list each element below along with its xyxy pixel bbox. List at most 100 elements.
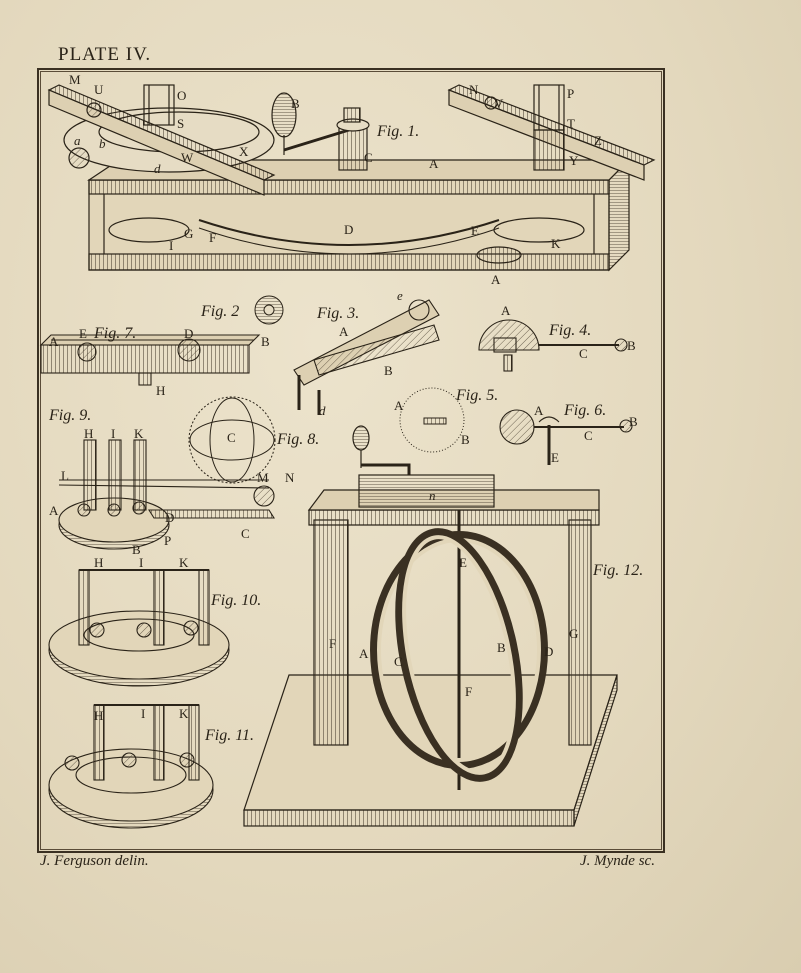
label-d2: d: [319, 403, 326, 418]
fig10-caption: Fig. 10.: [210, 592, 261, 609]
label-C3: C: [584, 428, 593, 443]
engraving-illustration: M U O S W X B C A N V P T Z Y D G F I K …: [39, 72, 656, 829]
label-E3: E: [551, 450, 559, 465]
fig8-drawing: [188, 396, 276, 484]
label-C: C: [364, 150, 373, 165]
fig3-drawing: [293, 299, 440, 415]
fig4-caption: Fig. 4.: [548, 322, 591, 339]
fig6-drawing: [499, 409, 633, 465]
label-K2: K: [134, 426, 144, 441]
label-I: I: [169, 238, 173, 253]
label-F2: F: [329, 636, 336, 651]
label-M2: M: [257, 470, 269, 485]
label-N: N: [469, 82, 479, 97]
label-K: K: [551, 236, 561, 251]
label-T: T: [567, 116, 575, 131]
label-I3: I: [139, 555, 143, 570]
label-L: L: [61, 468, 69, 483]
label-B5: B: [461, 432, 470, 447]
fig4-drawing: [478, 319, 628, 372]
label-A3: A: [49, 334, 59, 349]
label-G: G: [184, 226, 193, 241]
label-d: d: [154, 161, 161, 176]
label-Y: Y: [569, 153, 579, 168]
label-a: a: [74, 133, 81, 148]
fig12-caption: Fig. 12.: [592, 562, 643, 579]
fig5-drawing: [399, 387, 465, 453]
label-B4: B: [627, 338, 636, 353]
plate-title: PLATE IV.: [58, 44, 152, 65]
label-D3: D: [165, 510, 174, 525]
label-I2: I: [111, 426, 115, 441]
label-e: e: [397, 288, 403, 303]
label-V: V: [494, 96, 504, 111]
label-E: E: [471, 223, 479, 238]
label-I4: I: [141, 706, 145, 721]
label-A9: A: [359, 646, 369, 661]
fig10-drawing: [48, 569, 230, 687]
label-D4: D: [544, 644, 553, 659]
label-F3: F: [465, 684, 472, 699]
fig2-caption: Fig. 2: [200, 303, 239, 320]
fig11-drawing: [48, 704, 214, 829]
fig7-trough: [39, 334, 261, 386]
label-K3: K: [179, 555, 189, 570]
figure-captions: Fig. 1. Fig. 2 Fig. 3. Fig. 4. Fig. 5. F…: [48, 123, 643, 744]
plate-frame-inner: [40, 71, 662, 850]
label-B3: B: [384, 363, 393, 378]
plate-frame: [37, 68, 665, 853]
fig1-labels: M U O S W X B C A N V P T Z Y D G F I K …: [69, 72, 602, 287]
label-X: X: [239, 144, 249, 159]
label-H2: H: [84, 426, 93, 441]
fig5-caption: Fig. 5.: [455, 387, 498, 404]
label-A4: A: [339, 324, 349, 339]
fig6-caption: Fig. 6.: [563, 402, 606, 419]
label-P: P: [567, 86, 574, 101]
label-A7: A: [534, 403, 544, 418]
label-A6: A: [394, 398, 404, 413]
label-B: B: [291, 96, 300, 111]
label-C2: C: [579, 346, 588, 361]
label-b: b: [99, 136, 106, 151]
label-S: S: [177, 116, 184, 131]
fig11-caption: Fig. 11.: [204, 727, 254, 744]
label-A5: A: [501, 303, 511, 318]
label-F: F: [209, 230, 216, 245]
fig9-caption: Fig. 9.: [48, 407, 91, 424]
fig7-caption: Fig. 7.: [93, 325, 136, 342]
label-B6: B: [629, 414, 638, 429]
label-C6: C: [394, 654, 403, 669]
label-A: A: [429, 156, 439, 171]
fig8-caption: Fig. 8.: [276, 431, 319, 448]
lower-labels: A E D B H A B e d A C B A B A C B E C H …: [49, 288, 638, 723]
label-W: W: [181, 150, 194, 165]
label-N2: N: [285, 470, 295, 485]
engraver-credit-left: J. Ferguson delin.: [40, 853, 149, 869]
label-C4: C: [227, 430, 236, 445]
label-Z: Z: [594, 133, 602, 148]
label-H: H: [156, 383, 165, 398]
label-O: O: [177, 88, 186, 103]
label-E4: E: [459, 555, 467, 570]
label-C5: C: [241, 526, 250, 541]
label-D2: D: [184, 326, 193, 341]
label-B8: B: [497, 640, 506, 655]
label-B7: B: [132, 542, 141, 557]
fig1-caption: Fig. 1.: [376, 123, 419, 140]
fig12-drawing: [243, 425, 618, 827]
fig2-drawing: [254, 295, 284, 325]
label-M: M: [69, 72, 81, 87]
fig3-caption: Fig. 3.: [316, 305, 359, 322]
label-G2: G: [569, 626, 578, 641]
label-E2: E: [79, 326, 87, 341]
label-B2: B: [261, 334, 270, 349]
label-D: D: [344, 222, 353, 237]
label-n: n: [429, 488, 436, 503]
label-P2: P: [164, 533, 171, 548]
label-A2: A: [491, 272, 501, 287]
label-K4: K: [179, 706, 189, 721]
label-H4: H: [94, 708, 103, 723]
label-U: U: [94, 82, 104, 97]
fig1-whirling-table: [47, 84, 656, 272]
label-H3: H: [94, 555, 103, 570]
